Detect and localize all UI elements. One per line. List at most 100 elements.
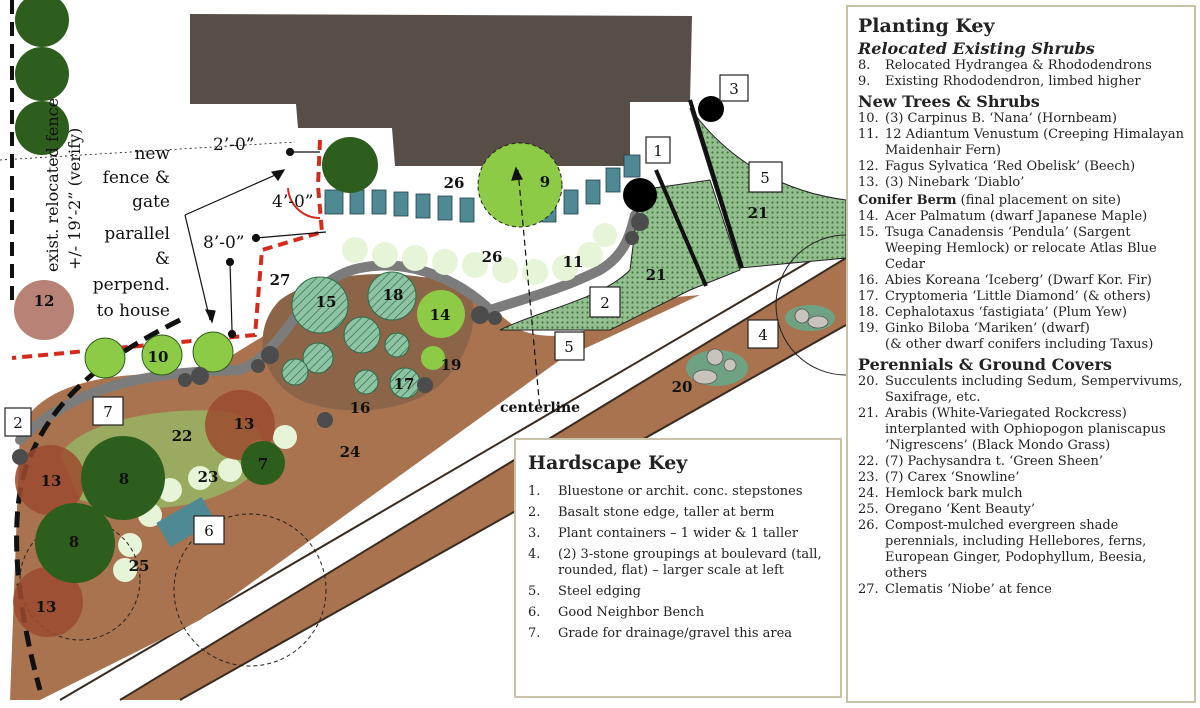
- plant-label-16: 16: [350, 399, 371, 417]
- hardscape-item-number: 7.: [528, 626, 541, 641]
- new-fence-line-5: &: [155, 249, 170, 269]
- planting-key-item-text: Existing Rhododendron, limbed higher: [885, 74, 1141, 89]
- perennial-item-text: Oregano ‘Kent Beauty’: [885, 502, 1035, 517]
- perennial-item-text: Clematis ‘Niobe’ at fence: [885, 582, 1052, 597]
- perennial-item: 21.Arabis (White-Variegated Rockcress) i…: [858, 406, 1184, 454]
- hardscape-tag-2a: 2: [13, 414, 23, 432]
- conifer-heading-text: Conifer Berm: [858, 193, 957, 208]
- planting-key-item: 12.Fagus Sylvatica ‘Red Obelisk’ (Beech): [858, 159, 1184, 175]
- hardscape-item: 4. (2) 3-stone groupings at boulevard (ta…: [528, 547, 828, 579]
- conifer-item-text: Cryptomeria ‘Little Diamond’ (& others): [885, 289, 1151, 304]
- planting-key-item-number: 8.: [858, 58, 871, 73]
- hardscape-tag-7-box: [92, 396, 124, 426]
- hardscape-tag-5b-box: [554, 331, 585, 361]
- hornbeams: [84, 331, 234, 379]
- hydrangea-2: [35, 503, 115, 583]
- plant-label-18: 18: [383, 286, 404, 304]
- ninebark-3: [13, 567, 83, 637]
- planting-key-item: 10.(3) Carpinus B. ‘Nana’ (Hornbeam): [858, 111, 1184, 127]
- planting-key-item-text: (3) Carpinus B. ‘Nana’ (Hornbeam): [885, 111, 1117, 126]
- plant-label-13c: 13: [36, 598, 57, 616]
- perennials-list: 20.Succulents including Sedum, Semperviv…: [858, 374, 1184, 598]
- conifers: [281, 271, 421, 399]
- plant-label-13a: 13: [234, 415, 255, 433]
- planting-key-item-text: (3) Ninebark ‘Diablo’: [885, 175, 1025, 190]
- hardscape-tag-4-box: [747, 319, 779, 349]
- dimension-2ft: 2’-0”: [213, 135, 254, 155]
- hardscape-tag-5a-box: [748, 161, 783, 193]
- plant-label-9: 9: [540, 173, 550, 191]
- planting-section-heading: New Trees & Shrubs: [858, 92, 1040, 111]
- planting-key-item-number: 13.: [858, 175, 879, 190]
- ginko: [421, 346, 445, 370]
- hardscape-item-text: Grade for drainage/gravel this area: [558, 626, 793, 641]
- perennial-item: 24. Hemlock bark mulch: [858, 486, 1184, 502]
- perennial-item: 23.(7) Carex ‘Snowline’: [858, 470, 1184, 486]
- plant-label-21b: 21: [748, 204, 769, 222]
- ninebark-2: [15, 445, 85, 515]
- plant-label-22: 22: [172, 427, 193, 445]
- plant-label-15: 15: [316, 293, 337, 311]
- planting-section-list: 8. Relocated Hydrangea & Rhododendrons 9. E…: [858, 58, 1184, 90]
- conifer-item-number: 18.: [858, 305, 879, 320]
- plant-label-12: 12: [34, 292, 55, 310]
- perennial-item-text: Hemlock bark mulch: [885, 486, 1023, 501]
- hardscape-item-text: Basalt stone edge, taller at berm: [558, 505, 775, 520]
- conifer-item-number: 15.: [858, 225, 879, 240]
- hardscape-tag-7: 7: [103, 403, 113, 421]
- hydrangea-1: [81, 436, 165, 520]
- perennial-item: 22.(7) Pachysandra t. ‘Green Sheen’: [858, 454, 1184, 470]
- hardscape-item-number: 4.: [528, 547, 541, 562]
- fence-dimension: +/- 19’-2” (verify): [65, 128, 84, 270]
- conifer-item-text: Tsuga Canadensis ‘Pendula’ (Sargent Weep…: [885, 225, 1157, 272]
- planting-key-item: 8. Relocated Hydrangea & Rhododendrons: [858, 58, 1184, 74]
- planting-key-item: 11.12 Adiantum Venustum (Creeping Himala…: [858, 127, 1184, 159]
- perennial-item-number: 24.: [858, 486, 879, 501]
- perennial-item-text: Arabis (White-Variegated Rockcress) inte…: [885, 406, 1166, 453]
- hardscape-key: Hardscape Key 1.Bluestone or archit. con…: [514, 438, 842, 698]
- hardscape-item-text: (2) 3-stone groupings at boulevard (tall…: [558, 547, 822, 578]
- conifer-item: 14.Acer Palmatum (dwarf Japanese Maple): [858, 209, 1184, 225]
- plant-label-21a: 21: [646, 266, 667, 284]
- plant-label-10: 10: [148, 348, 169, 366]
- new-fence-line-1: new: [134, 144, 170, 164]
- conifer-item: (& other dwarf conifers including Taxus): [858, 337, 1184, 353]
- conifer-item: 18.Cephalotaxus ‘fastigiata’ (Plum Yew): [858, 305, 1184, 321]
- plant-label-23: 23: [198, 468, 219, 486]
- conifer-item-number: 14.: [858, 209, 879, 224]
- steel-edging-a: [688, 99, 744, 269]
- plant-label-7: 7: [258, 455, 268, 473]
- conifer-item: 19.Ginko Biloba ‘Mariken’ (dwarf): [858, 321, 1184, 337]
- planting-key-item-number: 9.: [858, 74, 871, 89]
- conifer-item-text: Abies Koreana ‘Iceberg’ (Dwarf Kor. Fir): [885, 273, 1152, 288]
- plant-label-19: 19: [441, 356, 462, 374]
- hardscape-tag-3-box: [719, 74, 749, 102]
- fence-note: exist. relocated fence: [43, 98, 62, 272]
- perennials-heading: Perennials & Ground Covers: [858, 355, 1112, 374]
- boulevard-stones: [692, 308, 829, 385]
- planting-key-item-text: Fagus Sylvatica ‘Red Obelisk’ (Beech): [885, 159, 1136, 174]
- perennial-item-number: 27.: [858, 582, 879, 597]
- conifer-item: 17.Cryptomeria ‘Little Diamond’ (& other…: [858, 289, 1184, 305]
- shrub-7: [241, 441, 285, 485]
- conifer-item-text: (& other dwarf conifers including Taxus): [885, 337, 1154, 352]
- plant-label-8b: 8: [69, 533, 79, 551]
- new-fence-line-7: to house: [97, 301, 170, 321]
- conifer-item-number: [858, 337, 885, 353]
- planting-key-item: 13. (3) Ninebark ‘Diablo’: [858, 175, 1184, 191]
- plant-label-20: 20: [672, 378, 693, 396]
- perennial-item-text: (7) Pachysandra t. ‘Green Sheen’: [885, 454, 1103, 469]
- dimension-8ft: 8’-0”: [203, 233, 244, 253]
- planting-key-item-text: Relocated Hydrangea & Rhododendrons: [885, 58, 1152, 73]
- good-neighbor-bench: [156, 496, 216, 548]
- conifer-list: 14.Acer Palmatum (dwarf Japanese Maple)1…: [858, 209, 1184, 353]
- perennial-item-text: (7) Carex ‘Snowline’: [885, 470, 1020, 485]
- plant-label-26b: 26: [482, 248, 503, 266]
- dimension-marks: [0, 141, 541, 411]
- hardscape-item: 2.Basalt stone edge, taller at berm: [528, 505, 828, 521]
- plant-container-1: [698, 96, 724, 122]
- perennial-item: 26.Compost-mulched evergreen shade peren…: [858, 518, 1184, 582]
- hardscape-tag-4: 4: [758, 326, 768, 344]
